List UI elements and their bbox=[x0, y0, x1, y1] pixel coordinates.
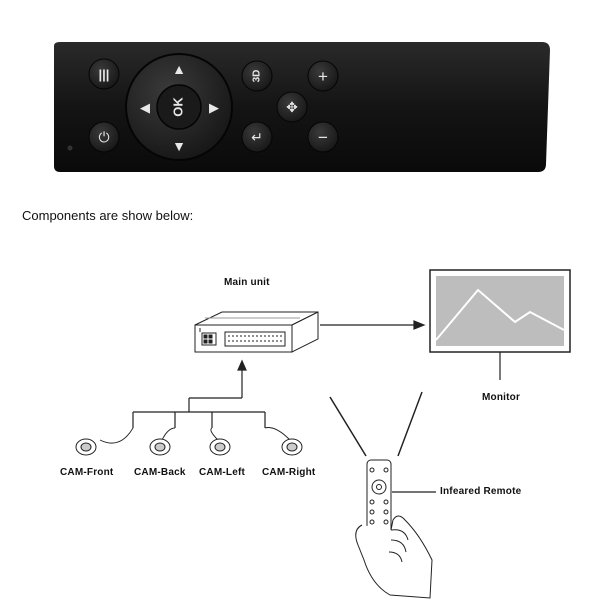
camera-right-icon bbox=[281, 438, 303, 456]
infeared-remote-label: Infeared Remote bbox=[440, 486, 522, 497]
rotate-icon: ✥ bbox=[286, 99, 298, 115]
arrow-left-icon: ◀ bbox=[140, 100, 150, 115]
ir-led bbox=[67, 145, 73, 151]
rotate-button bbox=[276, 91, 308, 123]
menu-icon: ||| bbox=[99, 67, 110, 82]
ir-signal-lines bbox=[329, 391, 423, 457]
ok-button bbox=[156, 84, 202, 130]
back-button bbox=[241, 121, 273, 153]
arrow-up-icon: ▲ bbox=[172, 61, 186, 77]
cam-left-label: CAM-Left bbox=[199, 467, 246, 478]
monitor-label: Monitor bbox=[482, 392, 521, 403]
minus-icon: − bbox=[318, 128, 328, 147]
hand-with-remote-illustration bbox=[355, 459, 433, 599]
monitor-illustration bbox=[429, 269, 571, 380]
3d-label: 3D bbox=[252, 70, 263, 83]
plus-icon: + bbox=[318, 67, 328, 86]
remote-control-image: ||| ⏻ ▲ ▼ ◀ ▶ OK 3D ↵ ✥ + − bbox=[54, 42, 550, 172]
back-icon: ↵ bbox=[251, 129, 263, 145]
cam-front-label: CAM-Front bbox=[60, 467, 114, 478]
menu-button bbox=[88, 58, 120, 90]
components-diagram bbox=[75, 269, 571, 599]
main-unit-label: Main unit bbox=[224, 277, 270, 288]
arrow-right-icon: ▶ bbox=[209, 100, 219, 115]
minus-button bbox=[307, 121, 339, 153]
arrow-to-main-unit bbox=[132, 359, 266, 428]
3d-button bbox=[241, 60, 273, 92]
camera-left-icon bbox=[209, 438, 231, 456]
camera-back-icon bbox=[149, 438, 171, 456]
components-caption: Components are show below: bbox=[22, 208, 194, 223]
power-button bbox=[88, 121, 120, 153]
arrow-to-monitor bbox=[320, 320, 426, 330]
camera-cables bbox=[99, 427, 291, 444]
cam-right-label: CAM-Right bbox=[262, 467, 316, 478]
camera-front-icon bbox=[75, 438, 97, 456]
cam-back-label: CAM-Back bbox=[134, 467, 186, 478]
arrow-down-icon: ▼ bbox=[172, 138, 186, 154]
main-unit-illustration bbox=[194, 311, 319, 353]
ok-label: OK bbox=[170, 97, 185, 117]
power-icon: ⏻ bbox=[98, 129, 109, 145]
plus-button bbox=[307, 60, 339, 92]
